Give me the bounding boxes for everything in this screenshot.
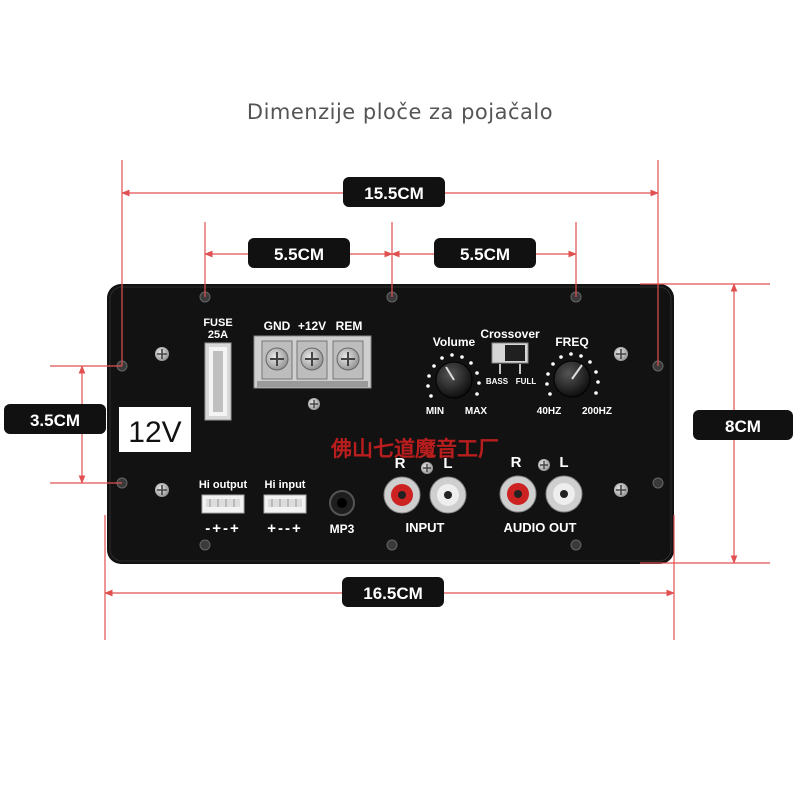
- terminal-label-12v: +12V: [298, 319, 326, 333]
- svg-text:3.5CM: 3.5CM: [30, 411, 80, 430]
- terminal-label-rem: REM: [336, 319, 363, 333]
- input-rca-r-jack[interactable]: [383, 476, 421, 514]
- crossover-switch[interactable]: [491, 342, 529, 374]
- dimension-label-left-height: 3.5CM: [4, 404, 106, 434]
- input-r-label: R: [395, 455, 406, 472]
- input-l-label: L: [443, 455, 452, 472]
- screw-icon: [538, 459, 550, 471]
- dimension-label-right-height: 8CM: [693, 410, 793, 440]
- audio-out-l-label: L: [559, 454, 568, 471]
- panel-screws: [155, 347, 628, 497]
- hi-input-label: Hi input: [265, 479, 306, 491]
- freq-min-label: 40HZ: [537, 406, 561, 417]
- screw-icon: [155, 347, 169, 361]
- amplifier-panel: [107, 284, 674, 564]
- crossover-full-label: FULL: [516, 377, 537, 386]
- terminal-label-gnd: GND: [264, 319, 291, 333]
- hi-output-label: Hi output: [199, 479, 248, 491]
- svg-text:5.5CM: 5.5CM: [460, 245, 510, 264]
- audio-out-rca-l-jack[interactable]: [545, 475, 583, 513]
- volume-knob[interactable]: [435, 361, 473, 399]
- screw-icon: [308, 398, 320, 410]
- hi-input-pins: +--+: [267, 520, 303, 537]
- dimension-label-right-span: 5.5CM: [434, 238, 536, 268]
- page-title: Dimenzije ploče za pojačalo: [246, 100, 554, 124]
- volume-min-label: MIN: [426, 406, 444, 417]
- freq-knob[interactable]: [553, 360, 591, 398]
- audio-out-label: AUDIO OUT: [504, 520, 577, 535]
- hi-input-connector[interactable]: [263, 494, 307, 514]
- volume-label: Volume: [433, 335, 476, 349]
- svg-text:16.5CM: 16.5CM: [363, 584, 423, 603]
- power-terminal-block[interactable]: [253, 335, 372, 389]
- freq-label: FREQ: [555, 335, 588, 349]
- terminal-screw-icon: [332, 340, 364, 380]
- volume-max-label: MAX: [465, 406, 488, 417]
- dimension-label-total-width: 15.5CM: [343, 177, 445, 207]
- audio-out-r-label: R: [511, 454, 522, 471]
- fuse-holder-icon: [204, 342, 232, 421]
- svg-text:15.5CM: 15.5CM: [364, 184, 424, 203]
- crossover-label: Crossover: [480, 327, 540, 341]
- volume-scale-dots: [426, 353, 481, 398]
- crossover-bass-label: BASS: [486, 377, 509, 386]
- audio-out-rca-r-jack[interactable]: [499, 475, 537, 513]
- terminal-screw-icon: [261, 340, 293, 380]
- fuse-rating: 25A: [208, 329, 228, 341]
- screw-icon: [614, 347, 628, 361]
- svg-text:8CM: 8CM: [725, 417, 761, 436]
- freq-scale-dots: [545, 352, 600, 396]
- input-label: INPUT: [406, 520, 445, 535]
- watermark-text: 佛山七道魔音工厂: [330, 437, 499, 461]
- screw-icon: [155, 483, 169, 497]
- dimension-label-left-span: 5.5CM: [248, 238, 350, 268]
- hi-output-pins: -+-+: [205, 520, 241, 537]
- voltage-badge: [119, 407, 191, 452]
- mounting-holes: [116, 291, 664, 551]
- screw-icon: [614, 483, 628, 497]
- mp3-label: MP3: [330, 522, 355, 536]
- terminal-screw-icon: [296, 340, 328, 380]
- dimension-label-bottom-width: 16.5CM: [342, 577, 444, 607]
- hi-output-connector[interactable]: [201, 494, 245, 514]
- voltage-badge-text: 12V: [128, 416, 181, 449]
- screw-icon: [421, 462, 433, 474]
- svg-text:5.5CM: 5.5CM: [274, 245, 324, 264]
- fuse-label: FUSE: [203, 317, 232, 329]
- input-rca-l-jack[interactable]: [429, 476, 467, 514]
- freq-max-label: 200HZ: [582, 406, 612, 417]
- mp3-jack[interactable]: [329, 490, 355, 516]
